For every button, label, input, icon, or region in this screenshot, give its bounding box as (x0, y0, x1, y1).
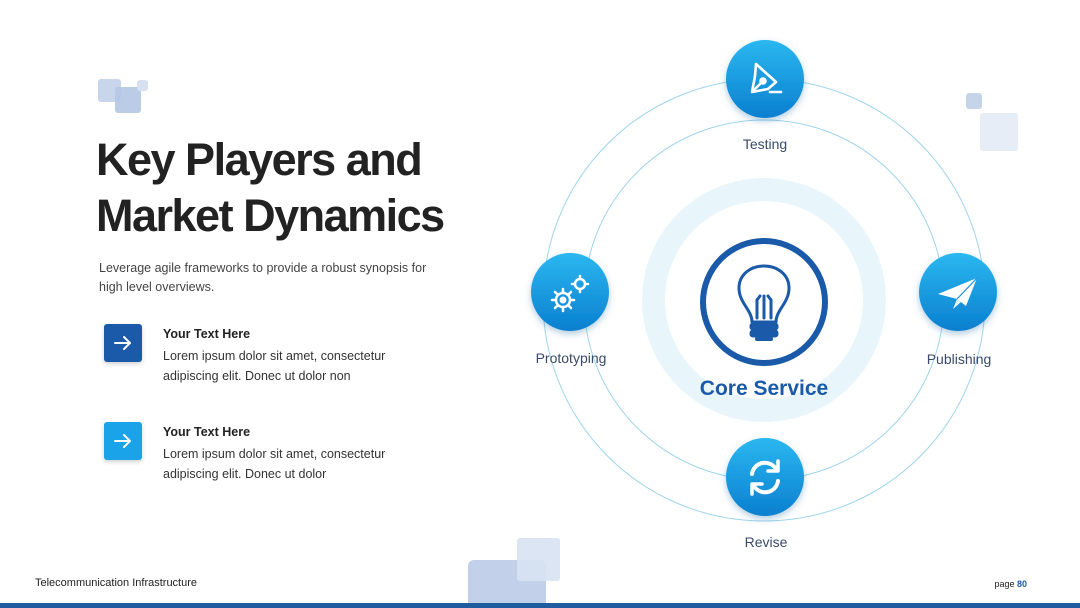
node-publishing[interactable] (919, 253, 997, 331)
node-label-publishing: Publishing (926, 351, 992, 367)
feature-heading: Your Text Here (163, 425, 251, 439)
node-label-prototyping: Prototyping (535, 350, 607, 366)
page-number: page 80 (994, 579, 1027, 589)
page-prefix: page (994, 579, 1015, 589)
core-service-label: Core Service (699, 377, 829, 400)
node-revise[interactable] (726, 438, 804, 516)
feature-arrow-button[interactable] (104, 324, 142, 362)
arrow-right-icon (114, 336, 131, 350)
node-testing[interactable] (726, 40, 804, 118)
arrow-right-icon (114, 434, 131, 448)
decor-square (137, 80, 148, 91)
gears-icon (550, 274, 590, 313)
feature-body: Lorem ipsum dolor sit amet, consectetur … (163, 447, 386, 481)
paper-plane-icon (938, 277, 978, 309)
footer-bar (0, 603, 1080, 608)
decor-square (517, 538, 560, 581)
slide-subtitle: Leverage agile frameworks to provide a r… (99, 261, 427, 294)
node-label-revise: Revise (744, 534, 788, 550)
decor-square (966, 93, 982, 109)
node-label-testing: Testing (742, 136, 788, 152)
decor-square (115, 87, 141, 113)
feature-arrow-button[interactable] (104, 422, 142, 460)
pen-nib-icon (750, 62, 783, 94)
page-number-value: 80 (1016, 579, 1027, 589)
feature-heading: Your Text Here (163, 327, 251, 341)
decor-square (980, 113, 1018, 151)
node-prototyping[interactable] (531, 253, 609, 331)
slide-title: Key Players and Market Dynamics (96, 134, 445, 241)
refresh-icon (750, 459, 780, 496)
footer-title: Telecommunication Infrastructure (35, 577, 198, 589)
feature-body: Lorem ipsum dolor sit amet, consectetur … (163, 349, 386, 383)
lightbulb-icon (737, 264, 791, 341)
